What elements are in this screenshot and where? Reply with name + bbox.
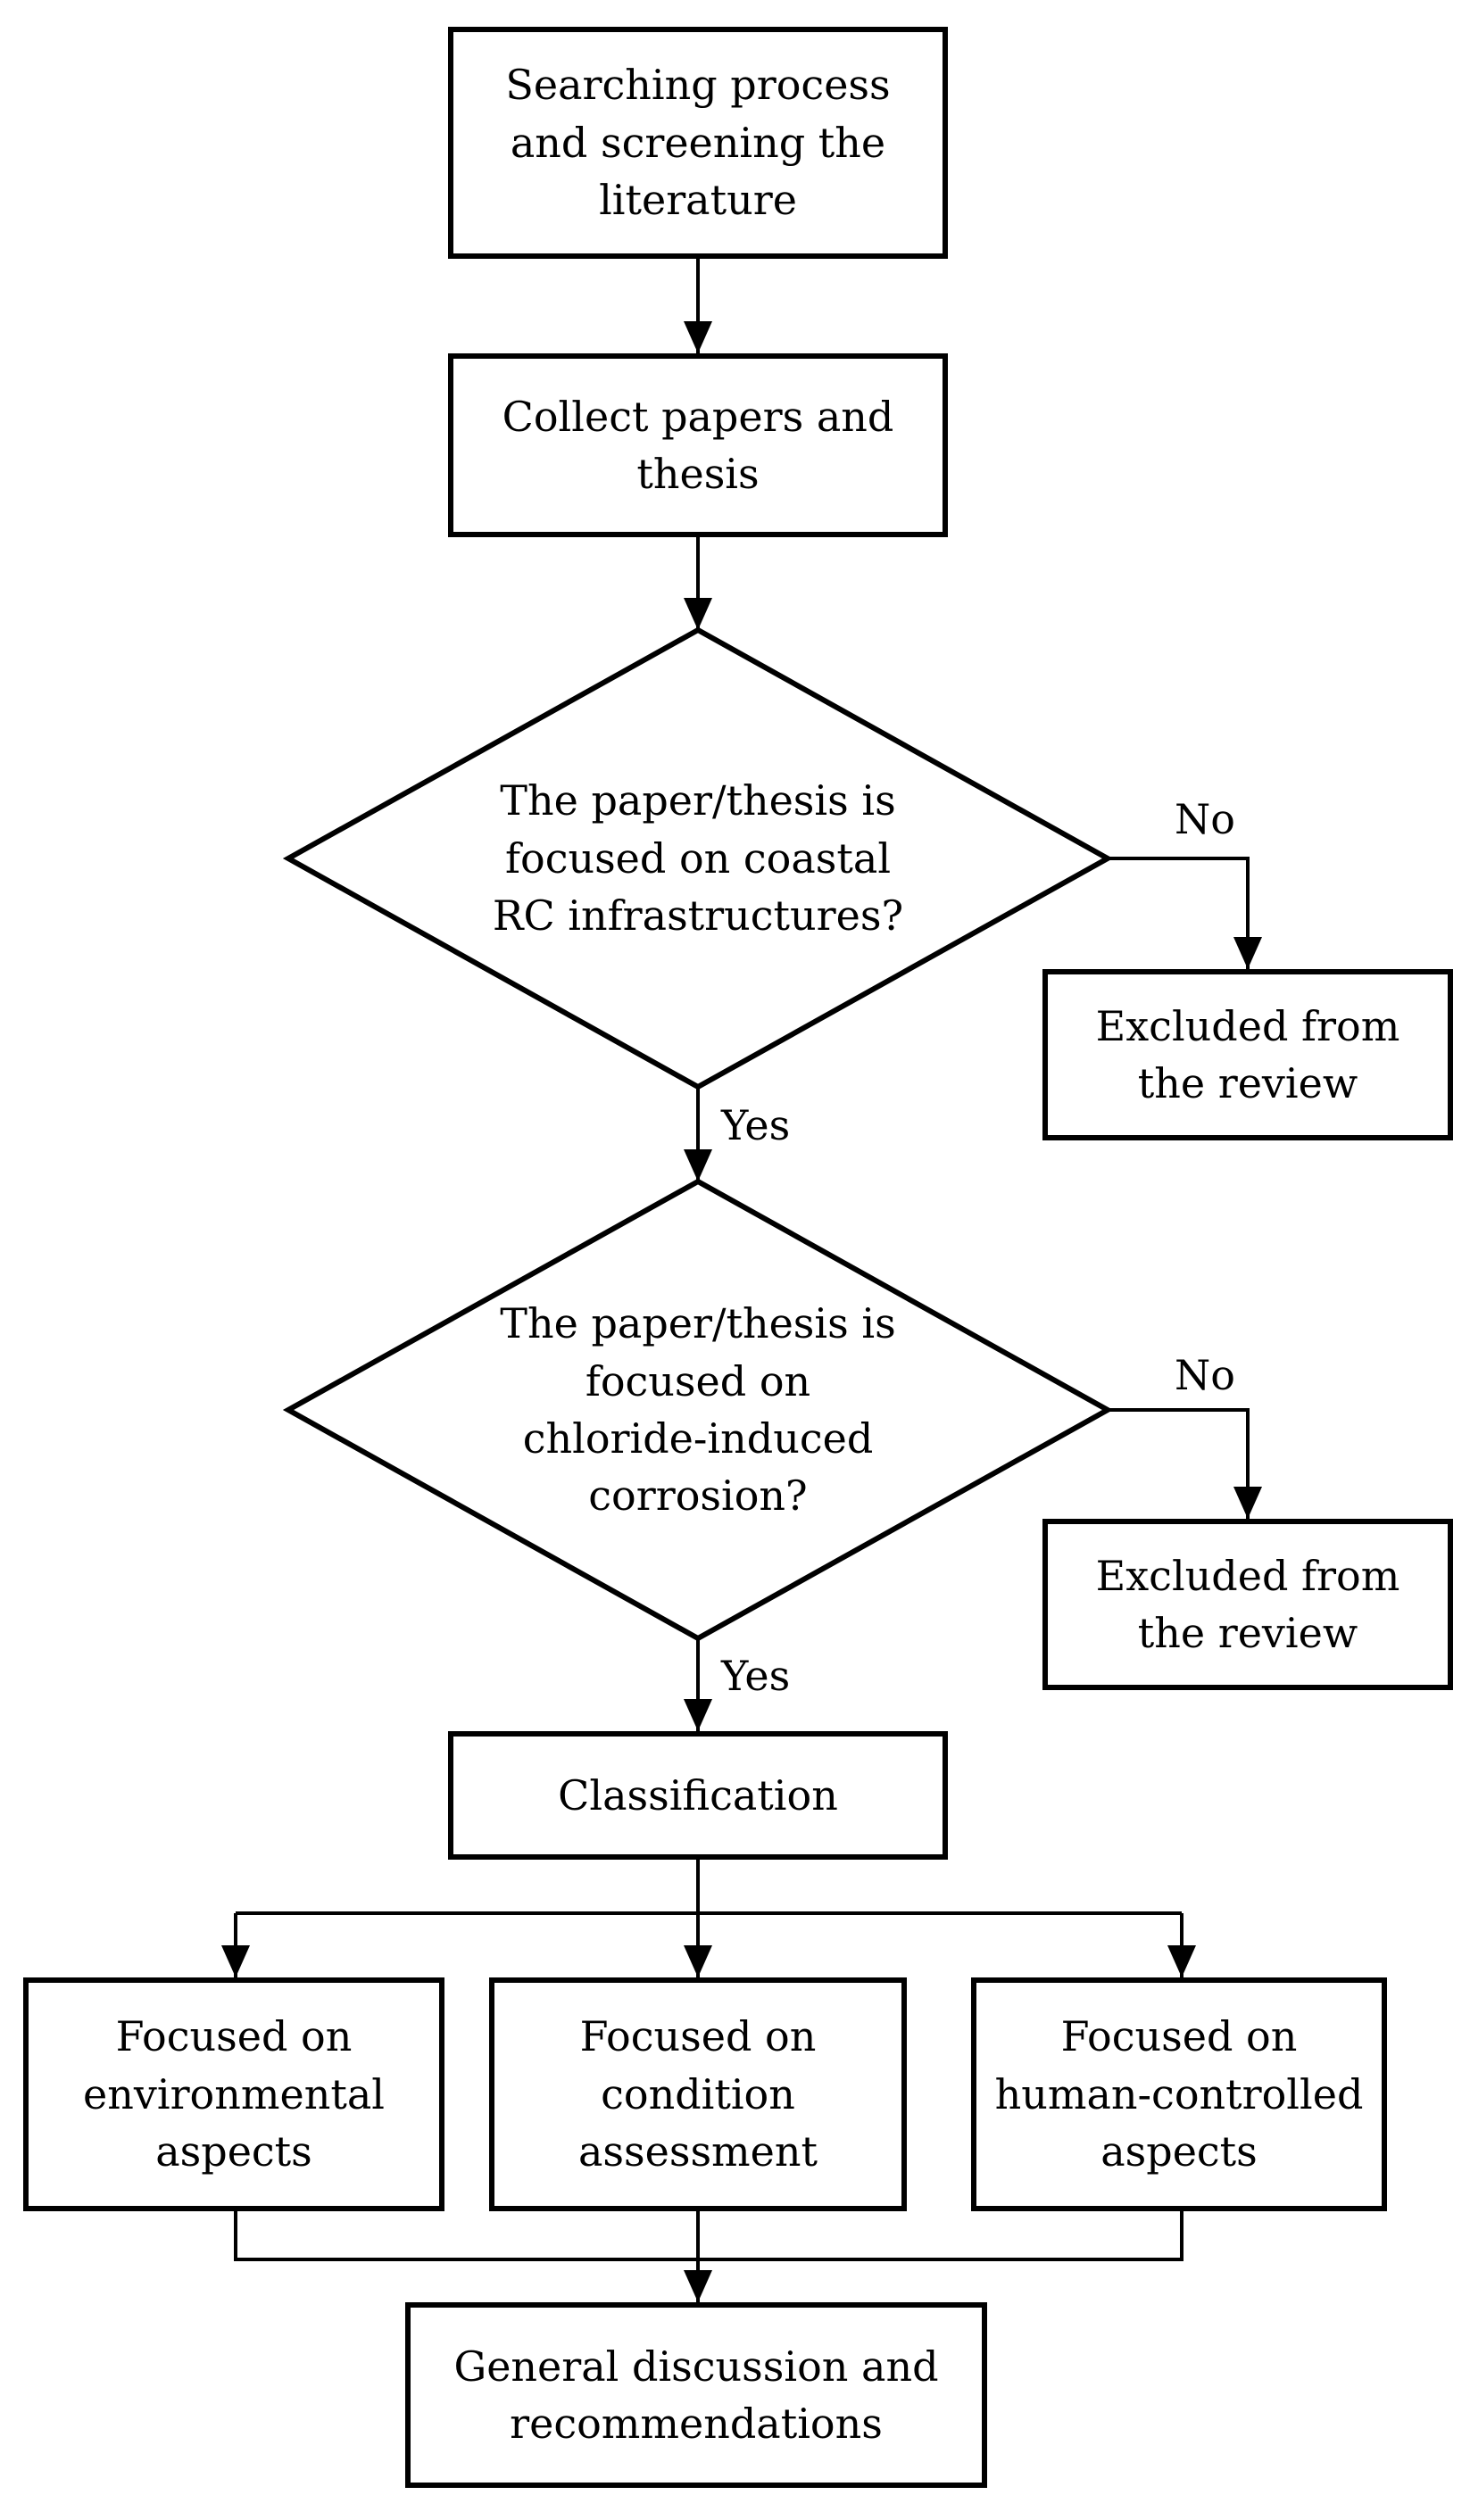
classification-box: Classification: [448, 1731, 948, 1860]
decision-1-text: The paper/thesis is focused on coastal R…: [492, 776, 904, 941]
discussion-text: General discussion and recommendations: [453, 2342, 939, 2448]
human-text: Focused on human-controlled aspects: [994, 2012, 1364, 2176]
decision-diamond-1: [282, 626, 1114, 1090]
excluded-box-1: Excluded from the review: [1042, 969, 1453, 1140]
excluded-2-text: Excluded from the review: [1095, 1551, 1400, 1657]
excluded-1-text: Excluded from the review: [1095, 1001, 1400, 1107]
environmental-box: Focused on environmental aspects: [23, 1977, 444, 2211]
classification-text: Classification: [558, 1770, 838, 1820]
environmental-text: Focused on environmental aspects: [83, 2012, 385, 2176]
arrow-decision-2-no: [1108, 1408, 1262, 1519]
start-box: Searching process and screening the lite…: [448, 27, 948, 259]
start-text: Searching process and screening the lite…: [505, 61, 891, 225]
collect-box: Collect papers and thesis: [448, 353, 948, 537]
excluded-box-2: Excluded from the review: [1042, 1519, 1453, 1690]
no-label-2: No: [1175, 1351, 1235, 1399]
collect-text: Collect papers and thesis: [502, 392, 894, 498]
yes-label-2: Yes: [721, 1652, 791, 1700]
no-label-1: No: [1175, 795, 1235, 843]
arrow-decision-1-no: [1108, 857, 1262, 969]
yes-label-1: Yes: [721, 1101, 791, 1149]
human-box: Focused on human-controlled aspects: [971, 1977, 1387, 2211]
decision-diamond-2: [282, 1178, 1114, 1642]
condition-text: Focused on condition assessment: [577, 2012, 818, 2176]
condition-box: Focused on condition assessment: [489, 1977, 907, 2211]
discussion-box: General discussion and recommendations: [405, 2302, 987, 2488]
merge-bar: [234, 2211, 1183, 2261]
decision-2-text: The paper/thesis is focused on chloride-…: [500, 1299, 896, 1521]
